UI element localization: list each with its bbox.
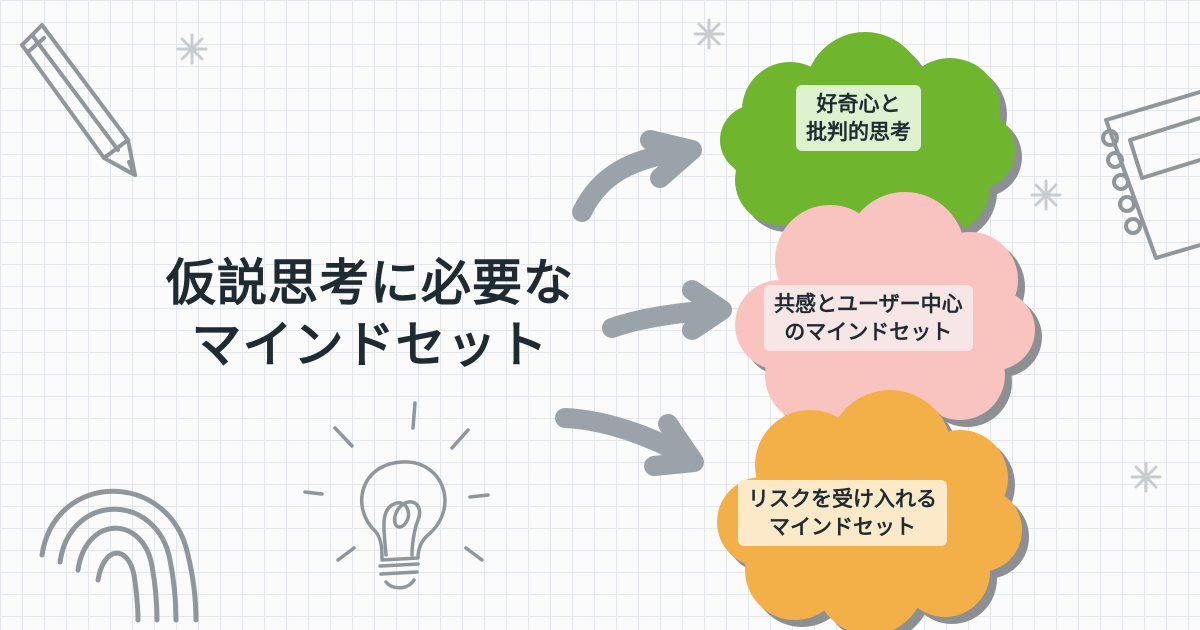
bubble-label-line-1: リスクを受け入れる <box>748 487 937 511</box>
bubble-label-line-1: 共感とユーザー中心 <box>774 292 963 316</box>
page-title-line-1: 仮説思考に必要な <box>166 254 574 312</box>
lightbulb-icon <box>303 401 490 590</box>
arrow-to-bubble-2 <box>602 280 732 340</box>
sparkle-icon <box>1130 461 1162 493</box>
sparkle-icon <box>693 18 725 50</box>
bubble-label-line-2: 批判的思考 <box>806 120 911 144</box>
cloud-fill-part <box>720 105 790 175</box>
sparkle-icon <box>1030 179 1062 211</box>
bubble-label-empathy: 共感とユーザー中心 のマインドセット <box>764 285 973 351</box>
sparkle-icon <box>176 33 208 65</box>
bubble-label-line-2: のマインドセット <box>784 320 953 344</box>
arrow-to-bubble-1 <box>572 130 702 222</box>
bubble-label-risk: リスクを受け入れる マインドセット <box>738 480 947 546</box>
pencil-icon <box>20 23 137 177</box>
rainbow-icon <box>39 488 199 623</box>
page-title-line-2: マインドセット <box>191 316 549 374</box>
notebook-icon <box>1101 90 1200 260</box>
bubble-label-line-1: 好奇心と <box>816 92 901 116</box>
bubble-label-line-2: マインドセット <box>769 515 916 539</box>
arrow-to-bubble-3 <box>555 408 704 476</box>
page-title: 仮説思考に必要な マインドセット <box>120 252 620 376</box>
bubble-label-curiosity: 好奇心と 批判的思考 <box>796 85 921 151</box>
